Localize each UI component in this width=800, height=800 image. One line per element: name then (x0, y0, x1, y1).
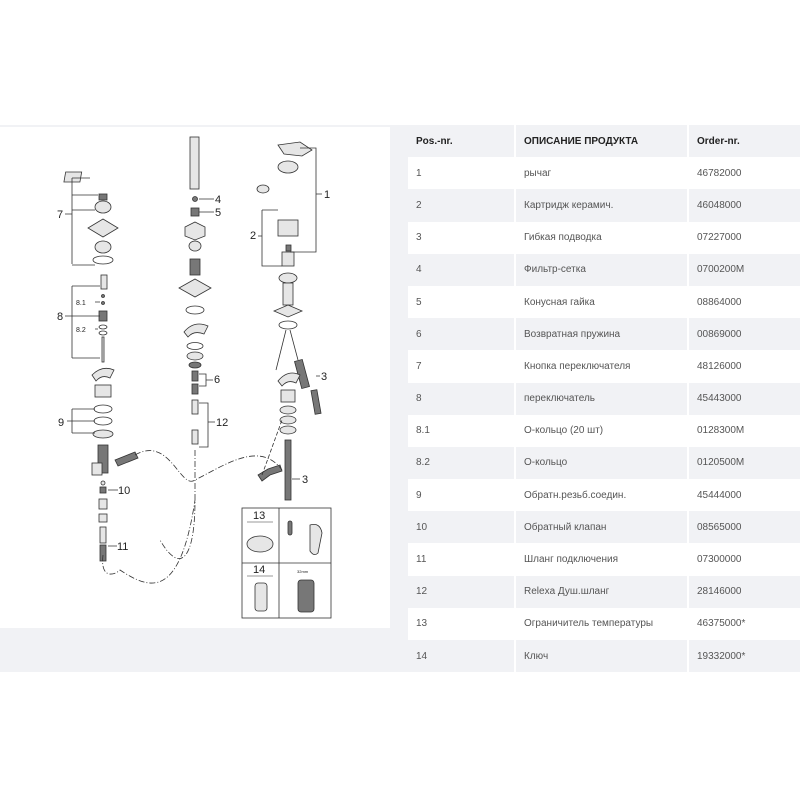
cell-description: Ограничитель температуры (515, 607, 689, 640)
callout-5: 5 (215, 207, 221, 219)
cell-order-nr: 46375000* (697, 618, 746, 630)
header-order-nr: Order-nr. (697, 135, 740, 147)
cell-pos-nr: 14 (408, 640, 516, 673)
callout-12: 12 (216, 417, 228, 429)
callout-10: 10 (118, 485, 130, 497)
cell-description: рычаг (515, 157, 689, 190)
cell-order-nr: 08864000 (697, 296, 742, 308)
cell-order-nr: 45443000 (697, 393, 742, 405)
cell-order-nr: 08565000 (697, 521, 742, 533)
cell-description: Картридж керамич. (515, 189, 689, 222)
cell-pos-nr: 4 (408, 253, 516, 286)
cell-order-nr: 07227000 (697, 232, 742, 244)
cell-description: Обратный клапан (515, 511, 689, 544)
cell-order-nr: 07300000 (697, 554, 742, 566)
inset-tools-box: 13 14 32mm (241, 507, 332, 619)
callout-11: 11 (117, 541, 128, 553)
callout-8: 8 (57, 311, 63, 323)
cell-pos-nr: 2 (408, 189, 516, 222)
cell-pos-nr: 9 (408, 479, 516, 512)
cell-description: О-кольцо (515, 446, 689, 480)
cell-description: переключатель (515, 382, 689, 415)
cell-order-nr: 28146000 (697, 586, 742, 598)
diagram-svg: 7 8.1 8 8.2 9 10 11 4 5 6 12 1 2 3 3 13 … (57, 136, 332, 619)
cell-order-nr: 46782000 (697, 167, 742, 179)
cell-pos-nr: 6 (408, 318, 516, 351)
cell-order-nr: 0120500M (697, 457, 745, 469)
header-description: ОПИСАНИЕ ПРОДУКТА (515, 125, 689, 158)
cell-pos-nr: 3 (408, 221, 516, 254)
lever-icon (309, 523, 323, 555)
callout-1: 1 (324, 189, 330, 201)
cell-pos-nr: 13 (408, 607, 516, 640)
cell-pos-nr: 10 (408, 511, 516, 544)
cell-order-nr: 19332000* (697, 650, 746, 662)
cell-description: Фильтр-сетка (515, 253, 689, 286)
key-icon (254, 582, 268, 612)
callout-7: 7 (57, 209, 63, 221)
inset-label-14: 14 (253, 564, 265, 576)
cell-pos-nr: 7 (408, 350, 516, 383)
thermometer-icon (287, 520, 293, 536)
callout-3-lower: 3 (302, 474, 308, 486)
callout-8-1: 8.1 (76, 300, 86, 307)
callout-2: 2 (250, 230, 256, 242)
header-pos-nr: Pos.-nr. (408, 125, 516, 158)
cell-description: О-кольцо (20 шт) (515, 414, 689, 447)
cell-description: Шланг подключения (515, 543, 689, 576)
table-header-row: Pos.-nr. ОПИСАНИЕ ПРОДУКТА Order-nr. (408, 125, 800, 158)
temperature-limiter-icon (246, 535, 274, 553)
cell-description: Возвратная пружина (515, 318, 689, 351)
cell-order-nr: 00869000 (697, 328, 742, 340)
cell-description: Обратн.резьб.соедин. (515, 479, 689, 512)
callout-6: 6 (214, 374, 220, 386)
cell-order-nr: 45444000 (697, 489, 742, 501)
exploded-parts-diagram: 7 8.1 8 8.2 9 10 11 4 5 6 12 1 2 3 3 13 … (0, 127, 390, 628)
hand-shower-assembly (178, 136, 212, 445)
cell-pos-nr: 8.2 (408, 446, 516, 480)
cell-description: Гибкая подводка (515, 221, 689, 254)
cell-pos-nr: 8.1 (408, 414, 516, 447)
callout-4: 4 (215, 194, 221, 206)
cell-pos-nr: 12 (408, 575, 516, 608)
callout-9: 9 (58, 417, 64, 429)
mixer-assembly (256, 141, 322, 501)
callout-3-upper: 3 (321, 371, 327, 383)
cell-description: Relexa Душ.шланг (515, 575, 689, 608)
diverter-assembly (63, 171, 139, 562)
cell-description: Ключ (515, 640, 689, 673)
cell-description: Кнопка переключателя (515, 350, 689, 383)
callout-8-2: 8.2 (76, 327, 86, 334)
cell-pos-nr: 8 (408, 382, 516, 415)
cell-order-nr: 0128300M (697, 425, 745, 437)
cell-order-nr: 48126000 (697, 360, 742, 372)
cell-pos-nr: 11 (408, 543, 516, 576)
cell-pos-nr: 5 (408, 285, 516, 319)
thread-icon (297, 579, 315, 613)
cell-description: Конусная гайка (515, 285, 689, 319)
inset-size-label: 32mm (297, 569, 309, 574)
cell-order-nr: 46048000 (697, 199, 742, 211)
cell-pos-nr: 1 (408, 157, 516, 190)
inset-label-13: 13 (253, 510, 265, 522)
cell-order-nr: 0700200M (697, 264, 745, 276)
